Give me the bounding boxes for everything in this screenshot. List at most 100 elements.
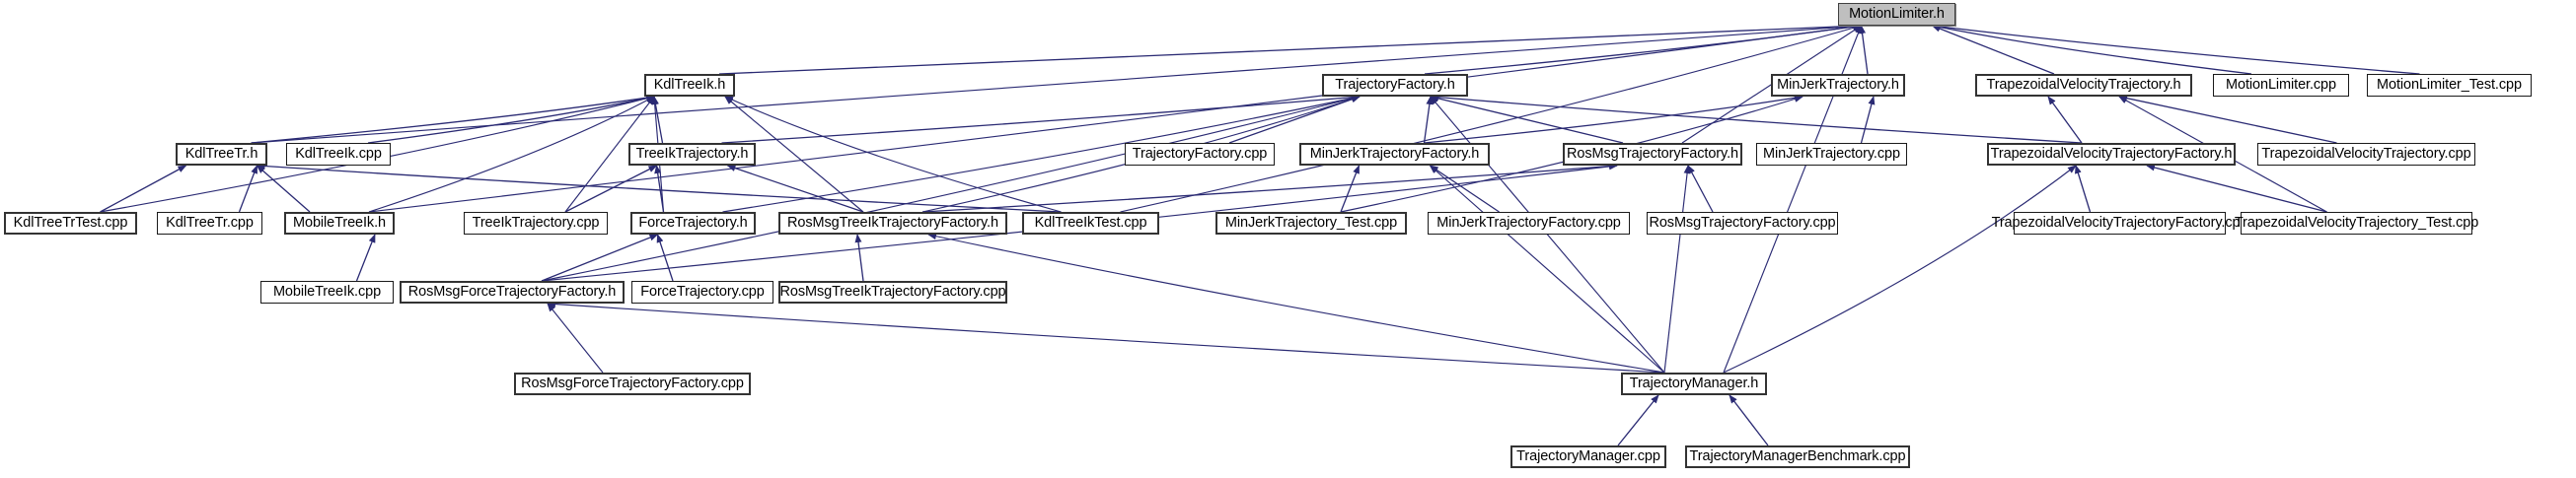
graph-node-forcetrajectory_h[interactable]: ForceTrajectory.h — [630, 212, 756, 235]
graph-node-label: TrajectoryFactory.h — [1335, 77, 1455, 94]
graph-edge — [651, 96, 664, 144]
graph-edge — [100, 95, 655, 213]
graph-edge — [541, 234, 659, 282]
graph-edge — [1723, 25, 1863, 374]
graph-node-label: RosMsgTreeIkTrajectoryFactory.cpp — [779, 284, 1006, 301]
graph-node-label: RosMsgTreeIkTrajectoryFactory.h — [787, 215, 998, 232]
graph-node-kdltreeik_h[interactable]: KdlTreeIk.h — [644, 74, 735, 97]
graph-node-label: MinJerkTrajectoryFactory.h — [1309, 146, 1480, 163]
graph-node-label: MotionLimiter.cpp — [2226, 77, 2336, 94]
graph-node-label: TrajectoryManagerBenchmark.cpp — [1689, 448, 1906, 465]
graph-edge — [1430, 95, 1624, 144]
graph-edge — [854, 234, 864, 282]
graph-edge — [722, 95, 1361, 213]
graph-node-label: TrapezoidalVelocityTrajectory_Test.cpp — [2234, 215, 2479, 232]
graph-node-label: MobileTreeIk.cpp — [272, 284, 382, 301]
graph-edge — [1120, 24, 1863, 213]
graph-edge — [564, 165, 658, 213]
graph-edge — [1429, 165, 1665, 374]
graph-node-kdltreetr_h[interactable]: KdlTreeTr.h — [176, 143, 267, 166]
graph-edge — [547, 301, 1665, 374]
graph-node-trajectoryfactory_h[interactable]: TrajectoryFactory.h — [1322, 74, 1468, 97]
graph-node-label: TrajectoryFactory.cpp — [1132, 146, 1268, 163]
graph-node-minjerktrajectoryfactory_cpp[interactable]: MinJerkTrajectoryFactory.cpp — [1428, 212, 1630, 235]
graph-node-trapezoidalvelocitytrajectory_h[interactable]: TrapezoidalVelocityTrajectory.h — [1975, 74, 2192, 97]
graph-node-kdltreetr_cpp[interactable]: KdlTreeTr.cpp — [157, 212, 262, 235]
graph-node-label: KdlTreeIk.cpp — [295, 146, 382, 163]
graph-node-label: RosMsgTrajectoryFactory.h — [1567, 146, 1738, 163]
graph-edge — [724, 96, 864, 213]
graph-node-rosmsgtreeiktrajectoryfactory_cpp[interactable]: RosMsgTreeIkTrajectoryFactory.cpp — [778, 281, 1007, 304]
graph-edge — [1340, 165, 1361, 213]
graph-edge — [547, 303, 604, 374]
graph-node-label: KdlTreeIkTest.cpp — [1034, 215, 1147, 232]
graph-node-minjerktrajectory_test_cpp[interactable]: MinJerkTrajectory_Test.cpp — [1215, 212, 1407, 235]
graph-node-label: KdlTreeTr.h — [184, 146, 258, 163]
graph-node-minjerktrajectory_h[interactable]: MinJerkTrajectory.h — [1771, 74, 1905, 97]
graph-node-minjerktrajectory_cpp[interactable]: MinJerkTrajectory.cpp — [1756, 143, 1907, 166]
graph-edge — [656, 234, 674, 282]
graph-node-label: TrapezoidalVelocityTrajectoryFactory.h — [1990, 146, 2233, 163]
graph-node-minjerktrajectoryfactory_h[interactable]: MinJerkTrajectoryFactory.h — [1299, 143, 1490, 166]
graph-node-label: TrajectoryManager.cpp — [1516, 448, 1660, 465]
graph-node-label: ForceTrajectory.cpp — [640, 284, 765, 301]
graph-edge — [251, 94, 655, 144]
graph-node-label: MobileTreeIk.h — [293, 215, 386, 232]
graph-node-label: MotionLimiter.h — [1849, 6, 1945, 23]
graph-edge — [1430, 94, 2083, 144]
graph-node-kdltreetrtest_cpp[interactable]: KdlTreeTrTest.cpp — [4, 212, 137, 235]
graph-edge — [256, 163, 1062, 213]
graph-edge — [1931, 24, 2252, 75]
graph-node-forcetrajectory_cpp[interactable]: ForceTrajectory.cpp — [631, 281, 773, 304]
graph-node-rosmsgtreeiktrajectoryfactory_h[interactable]: RosMsgTreeIkTrajectoryFactory.h — [778, 212, 1007, 235]
graph-node-kdltreeiktest_cpp[interactable]: KdlTreeIkTest.cpp — [1022, 212, 1159, 235]
graph-node-trajectoryfactory_cpp[interactable]: TrajectoryFactory.cpp — [1125, 143, 1275, 166]
graph-node-motionlimiter_cpp[interactable]: MotionLimiter.cpp — [2213, 74, 2349, 97]
graph-node-motionlimiter_test_cpp[interactable]: MotionLimiter_Test.cpp — [2367, 74, 2532, 97]
graph-node-label: MinJerkTrajectory.h — [1777, 77, 1899, 94]
graph-node-rosmsgtrajectoryfactory_cpp[interactable]: RosMsgTrajectoryFactory.cpp — [1647, 212, 1838, 235]
graph-node-rosmsgforcetrajectoryfactory_cpp[interactable]: RosMsgForceTrajectoryFactory.cpp — [514, 373, 751, 395]
graph-node-rosmsgforcetrajectoryfactory_h[interactable]: RosMsgForceTrajectoryFactory.h — [400, 281, 625, 304]
graph-node-label: MotionLimiter_Test.cpp — [2377, 77, 2522, 94]
graph-edge — [1859, 25, 1869, 75]
graph-node-trapezoidalvelocitytrajectoryfactory_h[interactable]: TrapezoidalVelocityTrajectoryFactory.h — [1987, 143, 2236, 166]
graph-edge — [1931, 25, 2055, 75]
graph-node-rosmsgtrajectoryfactory_h[interactable]: RosMsgTrajectoryFactory.h — [1563, 143, 1742, 166]
graph-node-trapezoidalvelocitytrajectoryfactory_cpp[interactable]: TrapezoidalVelocityTrajectoryFactory.cpp — [1992, 212, 2248, 235]
graph-node-label: KdlTreeIk.h — [653, 77, 726, 94]
graph-node-mobiletreeik_cpp[interactable]: MobileTreeIk.cpp — [260, 281, 394, 304]
graph-node-treeiktrajectory_cpp[interactable]: TreeIkTrajectory.cpp — [464, 212, 608, 235]
graph-edge — [2118, 95, 2337, 144]
graph-node-trapezoidalvelocitytrajectory_test_cpp[interactable]: TrapezoidalVelocityTrajectory_Test.cpp — [2235, 212, 2478, 235]
graph-node-kdltreeik_cpp[interactable]: KdlTreeIk.cpp — [286, 143, 391, 166]
graph-node-label: RosMsgForceTrajectoryFactory.cpp — [521, 376, 744, 392]
graph-node-label: TrapezoidalVelocityTrajectoryFactory.cpp — [1991, 215, 2248, 232]
graph-node-label: KdlTreeTr.cpp — [166, 215, 254, 232]
graph-node-label: TrapezoidalVelocityTrajectory.cpp — [2261, 146, 2471, 163]
graph-edge — [368, 96, 655, 213]
graph-node-trajectorymanager_cpp[interactable]: TrajectoryManager.cpp — [1510, 445, 1666, 468]
graph-edge — [1423, 96, 1434, 144]
graph-edge — [1729, 394, 1769, 446]
graph-edge — [654, 165, 665, 213]
graph-edge — [2047, 96, 2083, 144]
graph-node-trajectorymanager_h[interactable]: TrajectoryManager.h — [1621, 373, 1767, 395]
graph-edge — [921, 163, 1618, 213]
graph-node-label: RosMsgTrajectoryFactory.cpp — [1649, 215, 1836, 232]
graph-node-trajectorymanagerbenchmark_cpp[interactable]: TrajectoryManagerBenchmark.cpp — [1685, 445, 1910, 468]
graph-edge — [724, 96, 1062, 213]
graph-node-treeiktrajectory_h[interactable]: TreeIkTrajectory.h — [628, 143, 756, 166]
graph-edge — [1429, 165, 1500, 213]
graph-edge — [1687, 165, 1714, 213]
graph-node-motionlimiter_h[interactable]: MotionLimiter.h — [1838, 3, 1955, 26]
graph-edge — [367, 95, 655, 144]
graph-node-mobiletreeik_h[interactable]: MobileTreeIk.h — [284, 212, 395, 235]
graph-edge — [1617, 394, 1659, 446]
graph-edge — [368, 23, 1863, 213]
graph-edge — [1663, 165, 1691, 374]
graph-edge — [2146, 164, 2327, 213]
graph-node-trapezoidalvelocitytrajectory_cpp[interactable]: TrapezoidalVelocityTrajectory.cpp — [2257, 143, 2475, 166]
